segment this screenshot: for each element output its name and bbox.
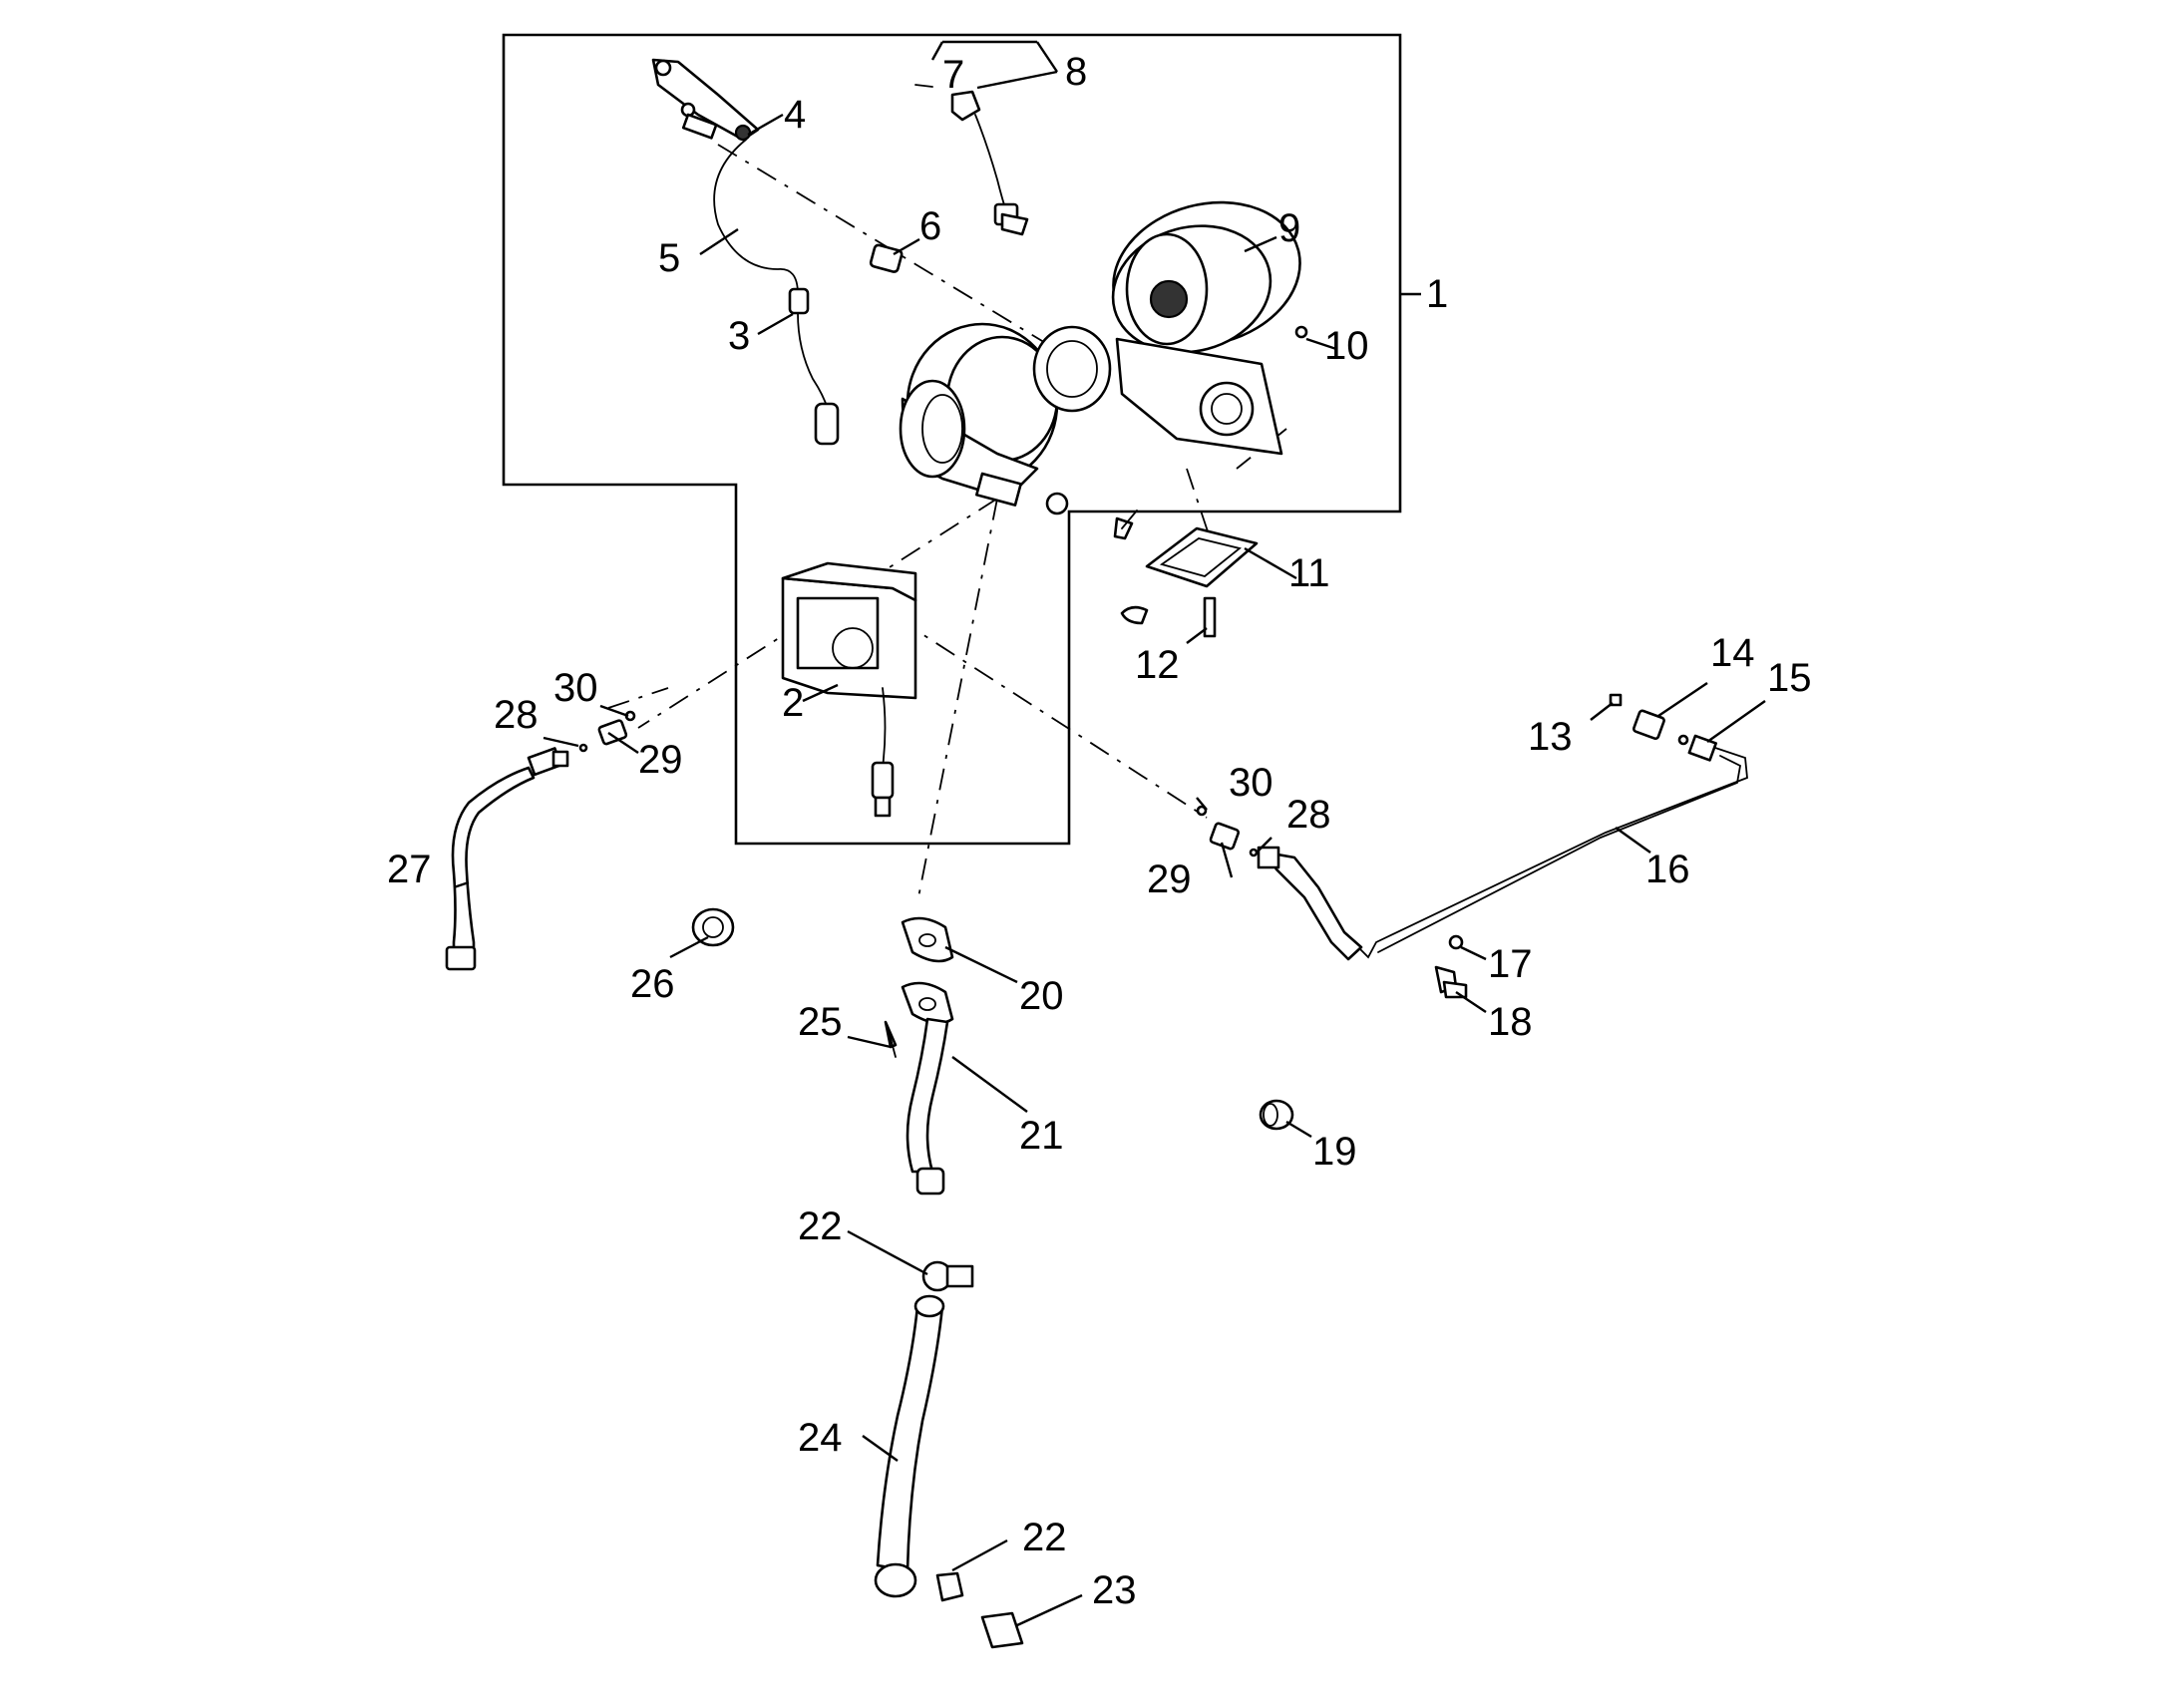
bolt-12 [1113, 510, 1217, 638]
callout-15: 15 [1767, 656, 1812, 700]
callout-27: 27 [387, 848, 432, 891]
callout-21: 21 [1019, 1114, 1064, 1158]
callout-3: 3 [728, 314, 750, 358]
bolt-10 [1294, 325, 1308, 339]
gasket-11 [1145, 526, 1259, 588]
callout-28-left: 28 [494, 693, 539, 737]
turbine-housing [899, 322, 1112, 515]
callout-12: 12 [1135, 643, 1180, 687]
actuator [781, 561, 917, 818]
position-sensor [914, 84, 1029, 236]
callout-22-lower: 22 [1022, 1516, 1067, 1559]
oil-feed-line-right [1257, 693, 1748, 961]
plug-19 [1259, 1099, 1294, 1131]
fitting-6 [869, 243, 904, 273]
callout-13: 13 [1528, 715, 1573, 759]
callout-22-upper: 22 [798, 1204, 843, 1248]
callout-26: 26 [630, 962, 675, 1006]
callout-18: 18 [1488, 1000, 1533, 1044]
callout-17: 17 [1488, 942, 1533, 986]
callout-30-left: 30 [553, 666, 598, 710]
callout-1: 1 [1426, 272, 1448, 316]
callouts: 1 2 3 4 5 6 7 8 9 10 11 12 13 14 15 16 1… [387, 50, 1812, 1612]
callout-25: 25 [798, 1000, 843, 1044]
callout-8: 8 [1065, 50, 1087, 94]
oil-line-left [445, 710, 1259, 971]
callout-10: 10 [1324, 324, 1369, 368]
callout-19: 19 [1312, 1130, 1357, 1174]
callout-30-right: 30 [1229, 761, 1273, 805]
callout-28-right: 28 [1286, 793, 1331, 837]
callout-4: 4 [784, 93, 806, 137]
clamp-17-18 [1434, 934, 1468, 999]
callout-29-left: 29 [638, 738, 683, 782]
callout-20: 20 [1019, 974, 1064, 1018]
callout-11: 11 [1288, 551, 1330, 595]
assembly-frame [502, 33, 1402, 846]
callout-5: 5 [658, 236, 680, 280]
callout-7: 7 [942, 53, 964, 97]
callout-9: 9 [1278, 206, 1300, 250]
callout-2: 2 [782, 681, 804, 725]
leader-lines [453, 40, 1766, 1627]
callout-16: 16 [1645, 848, 1690, 891]
callout-29-right: 29 [1147, 857, 1192, 901]
callout-14: 14 [1710, 631, 1755, 675]
oil-drain-assembly [874, 916, 1024, 1649]
callout-6: 6 [919, 204, 941, 248]
callout-24: 24 [798, 1416, 843, 1460]
callout-23: 23 [1092, 1568, 1137, 1612]
plug-26 [691, 907, 735, 947]
sensor-harness [651, 58, 840, 446]
compressor-housing [1111, 200, 1301, 456]
